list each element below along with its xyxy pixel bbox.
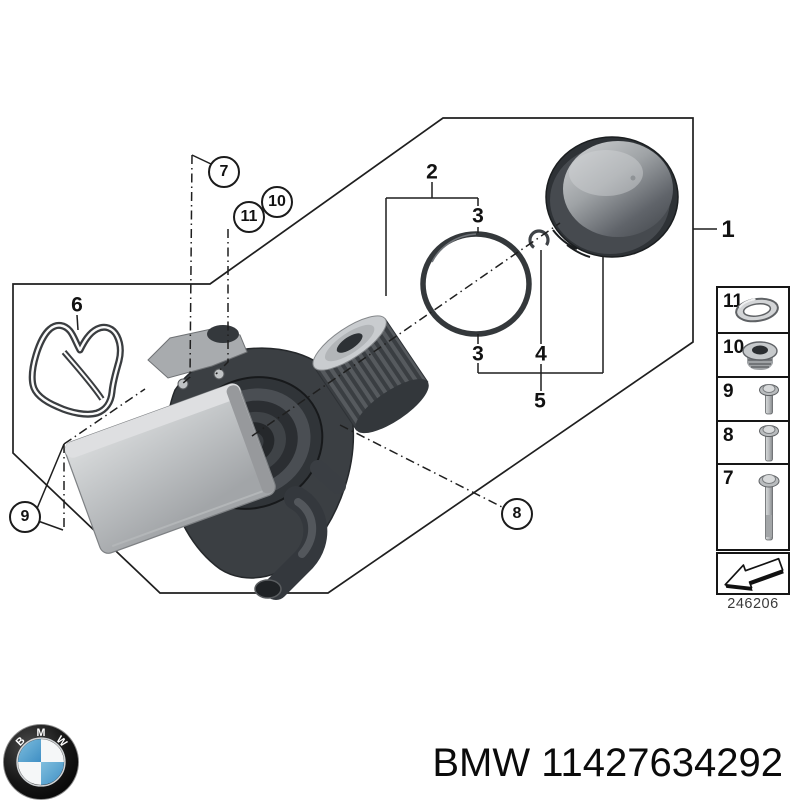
filter-cap-part bbox=[545, 136, 679, 258]
legend-row-11: 11 bbox=[718, 288, 788, 334]
bolt-long-icon bbox=[758, 474, 780, 541]
callout-11: 11 bbox=[233, 201, 265, 233]
fastener-legend: 11 10 9 bbox=[716, 286, 790, 551]
diagram-frame-outline bbox=[12, 117, 694, 594]
callout-2: 2 bbox=[426, 160, 438, 184]
oil-filter-element-part bbox=[312, 315, 429, 434]
callout-3-top: 3 bbox=[472, 204, 484, 228]
diagram-code: 246206 bbox=[727, 596, 779, 612]
bolt-short-icon bbox=[759, 384, 779, 415]
legend-label-7: 7 bbox=[723, 468, 734, 489]
o-ring-part bbox=[420, 231, 532, 337]
logo-letter-m: M bbox=[37, 727, 46, 739]
legend-row-9: 9 bbox=[718, 378, 788, 422]
legend-label-9: 9 bbox=[723, 381, 734, 402]
leader-lines bbox=[35, 154, 717, 531]
direction-arrow-box bbox=[716, 552, 790, 595]
hose-elbow-part bbox=[254, 460, 346, 600]
callout-5: 5 bbox=[534, 389, 546, 413]
callout-7: 7 bbox=[208, 156, 240, 188]
legend-row-7: 7 bbox=[718, 465, 788, 549]
snap-ring-part bbox=[528, 229, 550, 251]
callout-1: 1 bbox=[721, 216, 735, 243]
brand-name: BMW bbox=[432, 741, 531, 785]
bolt-medium-icon bbox=[759, 424, 779, 461]
screw-plug-icon bbox=[742, 341, 778, 370]
legend-label-10: 10 bbox=[723, 337, 745, 358]
direction-arrow-icon bbox=[724, 557, 784, 591]
part-number: 11427634292 bbox=[541, 741, 783, 785]
oil-cooler-part bbox=[64, 383, 276, 554]
callout-4: 4 bbox=[535, 342, 547, 366]
legend-row-8: 8 bbox=[718, 422, 788, 465]
callout-8: 8 bbox=[501, 498, 533, 530]
callout-9: 9 bbox=[9, 501, 41, 533]
callout-3-bottom: 3 bbox=[472, 342, 484, 366]
sealing-washer-icon bbox=[735, 297, 779, 323]
legend-row-10: 10 bbox=[718, 334, 788, 378]
callout-10: 10 bbox=[261, 186, 293, 218]
legend-label-8: 8 bbox=[723, 425, 734, 446]
part-number-line: BMW 11427634292 bbox=[432, 741, 783, 786]
gasket-part bbox=[28, 321, 124, 418]
callout-6: 6 bbox=[71, 293, 83, 317]
bmw-logo-icon: B M W bbox=[2, 723, 80, 801]
